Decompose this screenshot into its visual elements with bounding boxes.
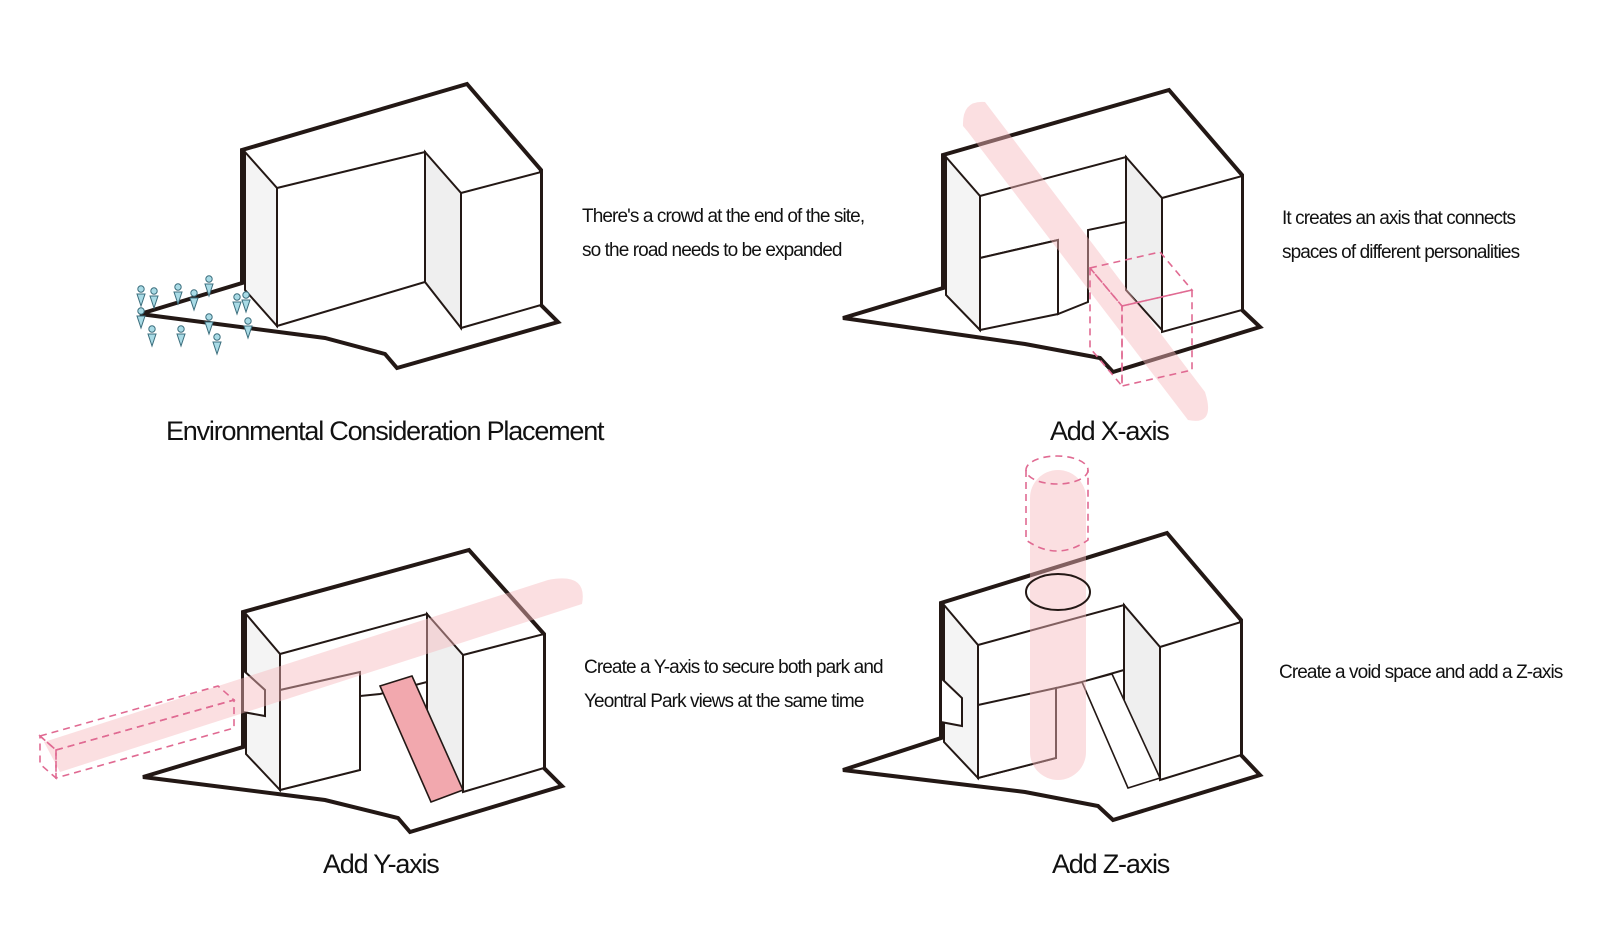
person-marker-icon — [147, 325, 157, 348]
person-marker-icon — [243, 317, 253, 340]
building-right-face — [1159, 620, 1242, 782]
ramp-strip — [378, 675, 465, 804]
description-line: spaces of different personalities — [1282, 242, 1520, 263]
person-marker-icon — [173, 283, 183, 306]
person-marker-icon — [241, 291, 251, 314]
person-marker-icon — [136, 307, 146, 330]
building-right-face — [462, 632, 545, 794]
z-axis-band — [1030, 470, 1086, 780]
building-front-lower — [979, 238, 1059, 332]
person-marker-icon — [204, 275, 214, 298]
description-line: Create a Y-axis to secure both park and — [584, 657, 884, 678]
panel-title-y-axis: Add Y-axis — [323, 849, 440, 879]
description-z-axis: Create a void space and add a Z-axis — [1279, 656, 1563, 690]
person-marker-icon — [149, 287, 159, 310]
person-marker-icon — [232, 293, 242, 316]
description-environmental: There's a crowd at the end of the site, … — [582, 200, 865, 268]
building-notch — [940, 675, 963, 728]
description-line: so the road needs to be expanded — [582, 240, 843, 261]
building-front-lower — [279, 670, 361, 792]
building-front-lower — [977, 686, 1057, 780]
massing-diagram-x-axis — [842, 87, 1264, 421]
description-x-axis: It creates an axis that connects spaces … — [1282, 202, 1520, 270]
z-axis-dashed-cylinder — [1025, 455, 1089, 552]
y-axis-dashed-volume — [38, 685, 236, 780]
x-axis-band — [962, 101, 1209, 421]
person-marker-icon — [176, 325, 186, 348]
massing-diagram-environmental — [136, 81, 562, 371]
person-marker-icon — [212, 333, 222, 356]
description-y-axis: Create a Y-axis to secure both park and … — [584, 651, 884, 719]
description-line: Yeontral Park views at the same time — [584, 691, 864, 712]
person-marker-icon — [204, 313, 214, 336]
x-axis-dashed-volume — [1088, 251, 1194, 389]
panel-title-environmental: Environmental Consideration Placement — [166, 416, 605, 446]
roof-void-opening — [1025, 573, 1091, 611]
description-line: There's a crowd at the end of the site, — [582, 206, 865, 227]
massing-diagram-y-axis — [38, 547, 583, 835]
building-notch — [242, 667, 266, 718]
description-line: It creates an axis that connects — [1282, 208, 1516, 229]
y-axis-band — [44, 578, 583, 772]
panel-title-z-axis: Add Z-axis — [1052, 849, 1170, 879]
crowd-people-icons — [136, 275, 253, 356]
person-marker-icon — [189, 289, 199, 312]
building-right-face — [460, 170, 542, 330]
ramp-strip — [1080, 673, 1162, 789]
person-marker-icon — [136, 285, 146, 308]
description-line: Create a void space and add a Z-axis — [1279, 662, 1563, 683]
panel-title-x-axis: Add X-axis — [1050, 416, 1170, 446]
